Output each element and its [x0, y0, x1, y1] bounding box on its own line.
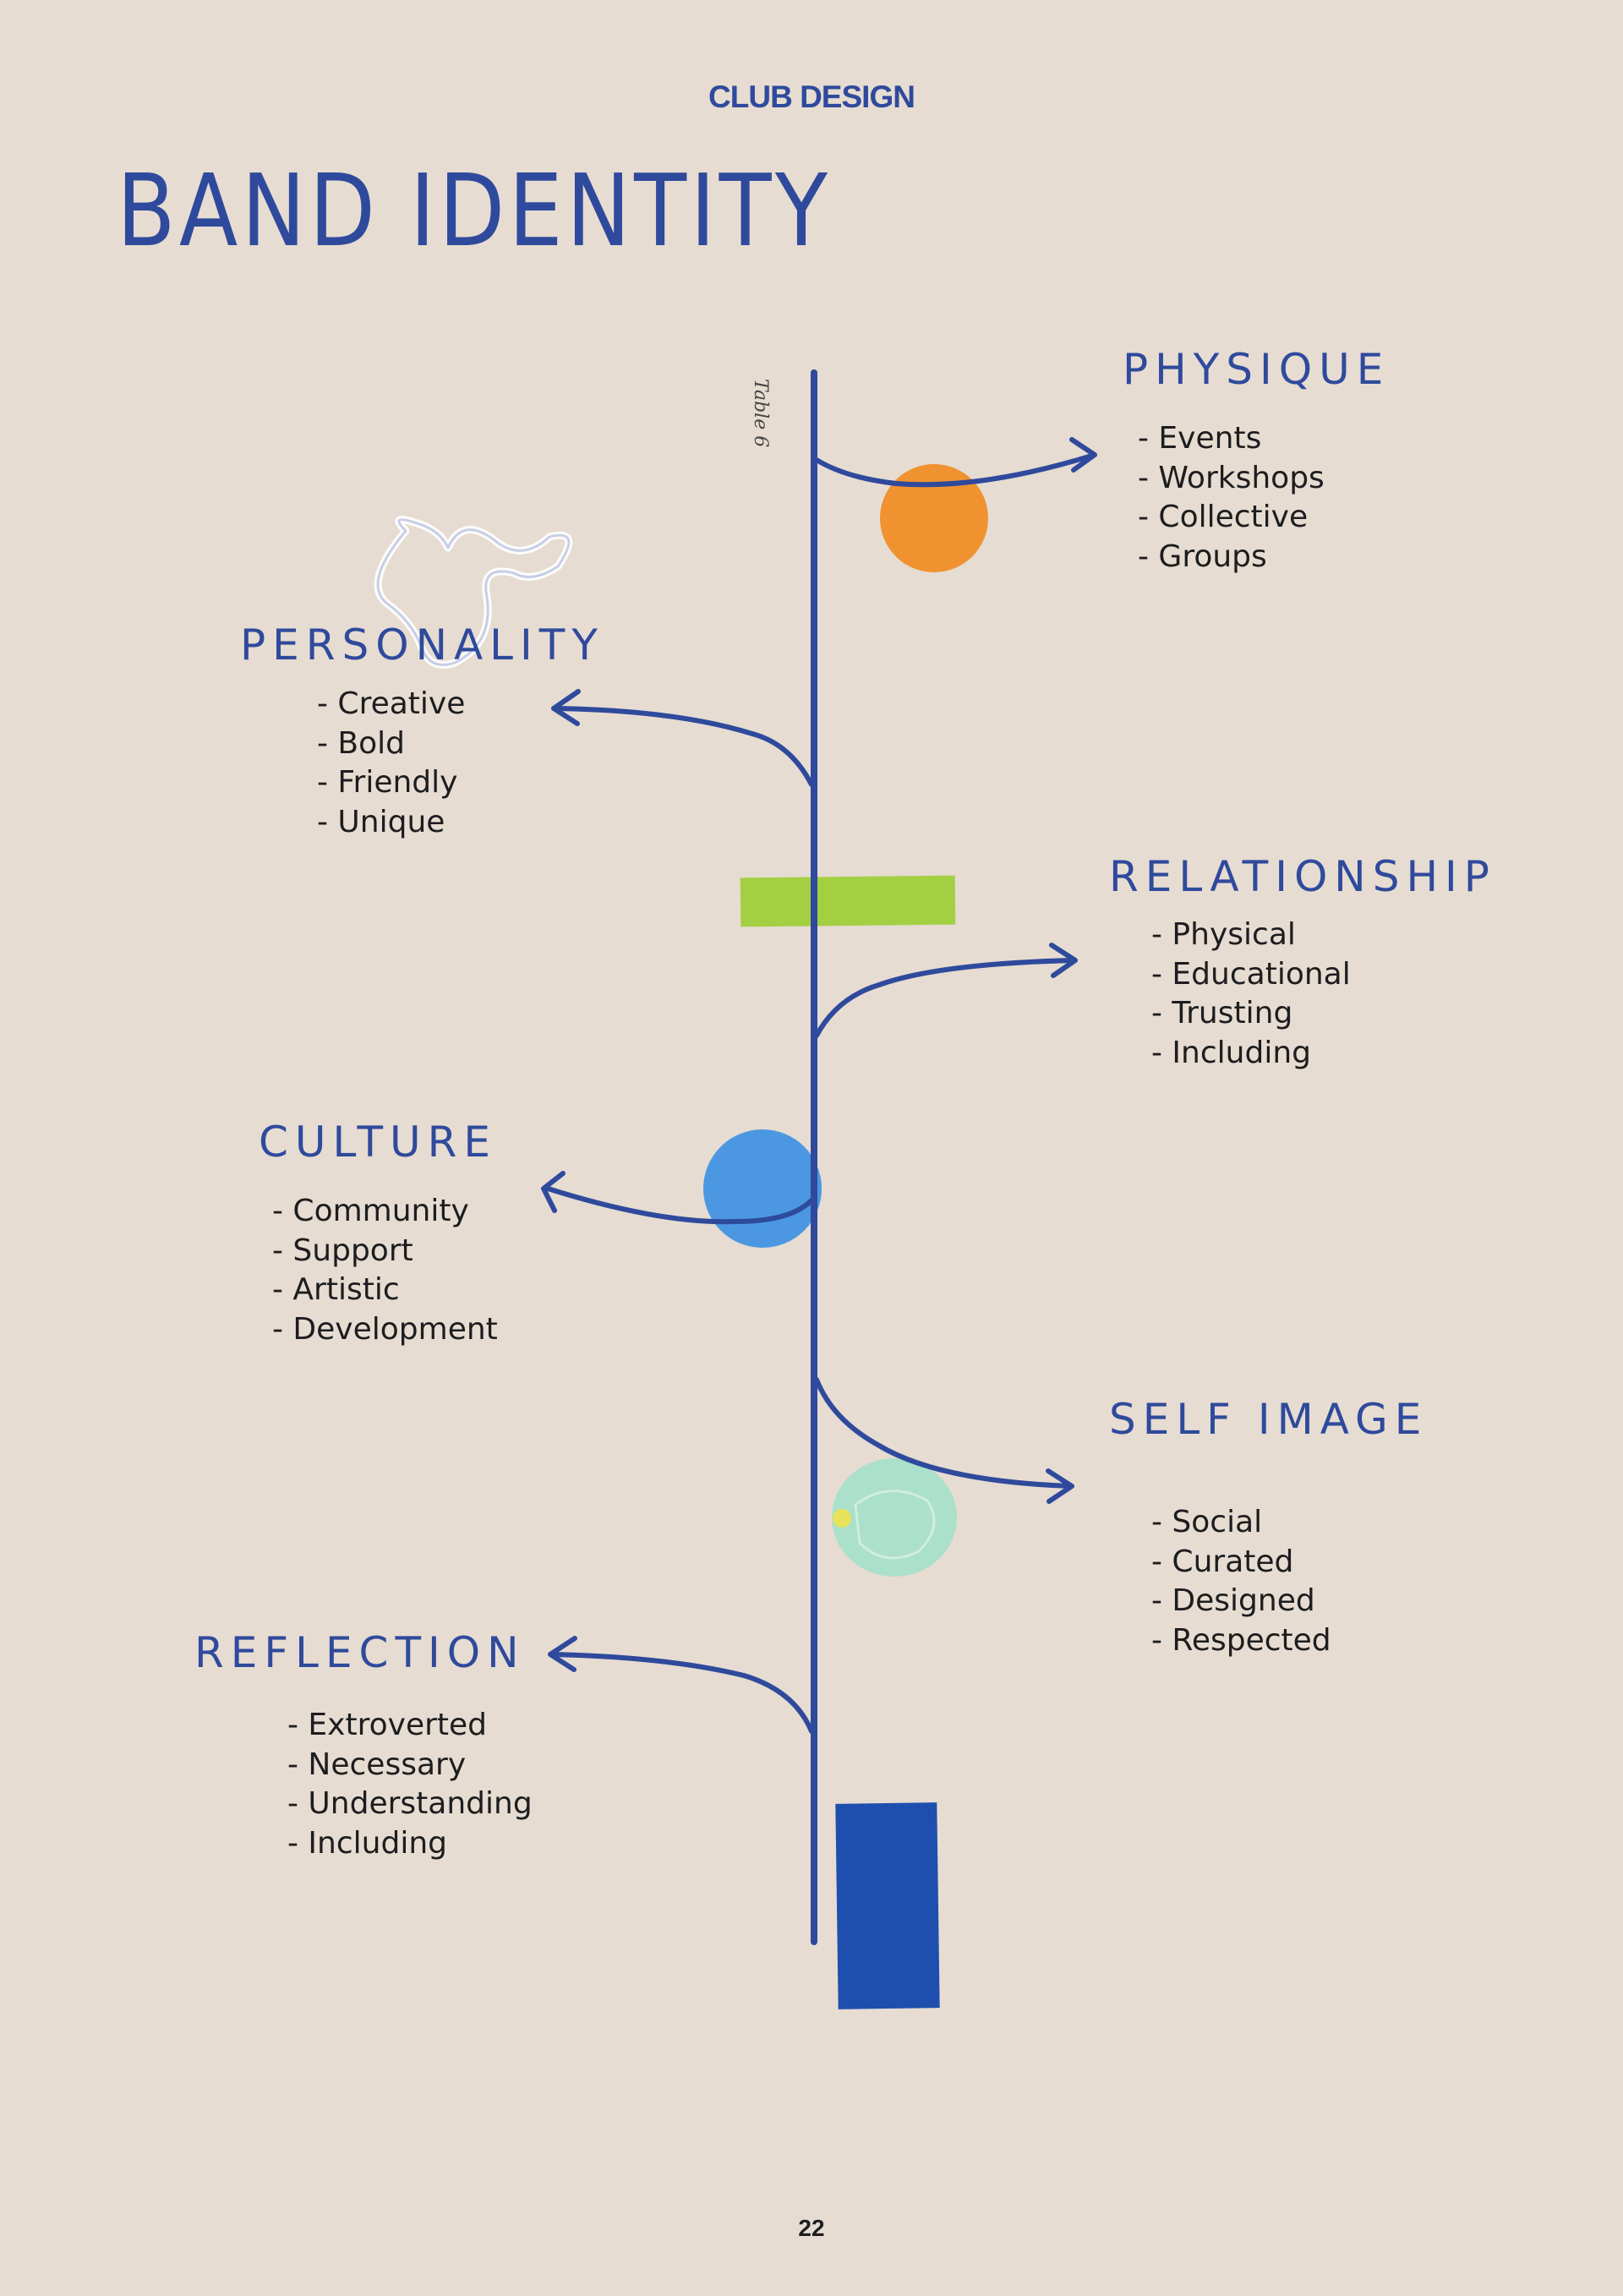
- list-item: - Respected: [1151, 1622, 1331, 1658]
- list-item: - Understanding: [287, 1786, 533, 1821]
- list-item: - Designed: [1151, 1583, 1315, 1618]
- branch-self-image: [814, 1377, 1074, 1504]
- branch-list-self-image: - Social - Curated - Designed - Respecte…: [1151, 1503, 1331, 1660]
- light-blue-dot: [703, 1129, 822, 1248]
- orange-dot: [880, 464, 988, 572]
- dark-blue-block: [835, 1802, 940, 2009]
- list-item: - Physical: [1151, 917, 1296, 952]
- branch-physique: [814, 437, 1097, 488]
- list-item: - Including: [1151, 1035, 1311, 1070]
- list-item: - Educational: [1151, 956, 1351, 992]
- branch-label-culture: CULTURE: [259, 1118, 497, 1167]
- list-item: - Collective: [1138, 500, 1309, 534]
- page-title: BAND IDENTITY: [117, 152, 832, 269]
- branch-list-reflection: - Extroverted - Necessary - Understandin…: [287, 1706, 533, 1863]
- section-header: CLUB DESIGN: [708, 79, 915, 114]
- list-item: - Extroverted: [287, 1708, 488, 1742]
- branch-relationship: [814, 943, 1078, 1038]
- list-item: - Necessary: [287, 1747, 467, 1782]
- branch-label-relationship: RELATIONSHIP: [1109, 852, 1496, 901]
- list-item: - Curated: [1151, 1544, 1294, 1579]
- mint-blob: [832, 1458, 957, 1577]
- list-item: - Unique: [317, 804, 445, 839]
- branch-label-personality: PERSONALITY: [240, 620, 604, 670]
- list-item: - Social: [1151, 1505, 1263, 1539]
- list-item: - Support: [272, 1233, 413, 1268]
- branch-label-physique: PHYSIQUE: [1123, 345, 1391, 394]
- page-number: 22: [798, 2215, 825, 2241]
- table-note: Table 6: [750, 379, 771, 448]
- branch-reflection: [548, 1636, 814, 1734]
- list-item: - Creative: [317, 686, 466, 721]
- branch-label-reflection: REFLECTION: [194, 1628, 526, 1677]
- green-tape: [740, 875, 956, 927]
- branch-personality: [551, 689, 814, 787]
- list-item: - Workshops: [1138, 460, 1325, 495]
- branch-list-culture: - Community - Support - Artistic - Devel…: [272, 1192, 498, 1349]
- list-item: - Development: [272, 1311, 498, 1347]
- branch-label-self-image: SELF IMAGE: [1109, 1395, 1429, 1444]
- list-item: - Trusting: [1151, 996, 1293, 1030]
- list-item: - Artistic: [272, 1272, 400, 1307]
- branch-culture: [541, 1171, 814, 1225]
- list-item: - Bold: [317, 725, 406, 761]
- list-item: - Groups: [1138, 538, 1267, 574]
- list-item: - Community: [272, 1194, 469, 1228]
- branch-list-physique: - Events - Workshops - Collective - Grou…: [1138, 419, 1325, 577]
- branch-list-relationship: - Physical - Educational - Trusting - In…: [1151, 916, 1351, 1073]
- list-item: - Events: [1138, 421, 1262, 456]
- branch-list-personality: - Creative - Bold - Friendly - Unique: [317, 685, 465, 842]
- list-item: - Including: [287, 1825, 447, 1861]
- list-item: - Friendly: [317, 765, 458, 800]
